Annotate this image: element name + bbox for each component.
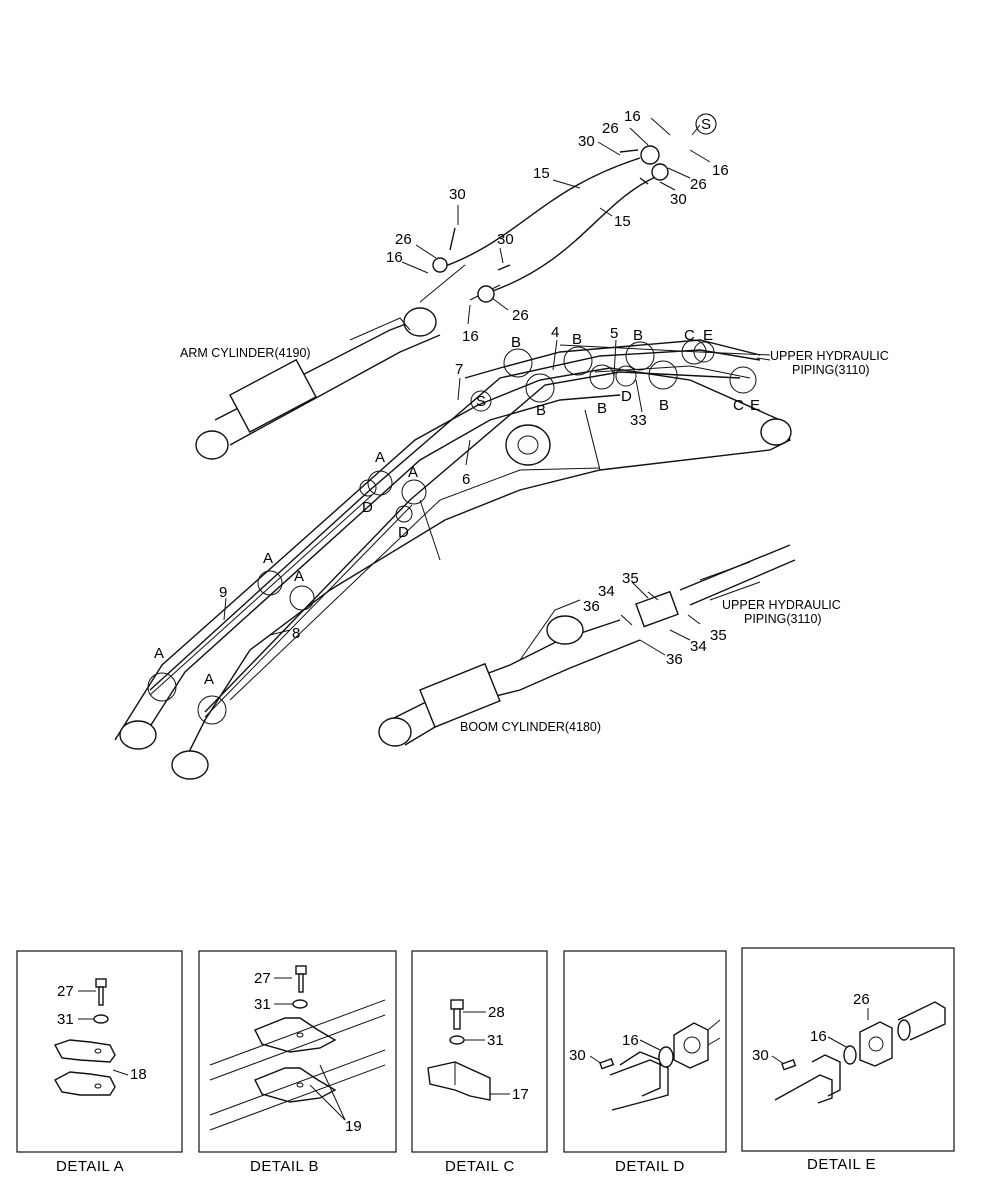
callout-16: 16 — [624, 108, 641, 125]
callout-35: 35 — [622, 570, 639, 587]
clamp-markers — [147, 113, 757, 725]
callout-26: 26 — [602, 120, 619, 137]
detail-e-16: 16 — [810, 1028, 827, 1045]
callout-a: A — [294, 568, 304, 585]
detail-b-title: DETAIL B — [250, 1158, 319, 1175]
callout-a: A — [154, 645, 164, 662]
callout-b: B — [597, 400, 607, 417]
upper-hydraulic-piping-label-1: PIPING(3110) — [792, 363, 870, 377]
detail-a-18: 18 — [130, 1066, 147, 1083]
symbol-s-circle — [695, 113, 717, 135]
upper-hydraulic-piping-label-2: PIPING(3110) — [744, 612, 822, 626]
callout-a: A — [263, 550, 273, 567]
callout-16: 16 — [462, 328, 479, 345]
detail-c-17: 17 — [512, 1086, 529, 1103]
boom-arm-illustration — [114, 145, 796, 780]
callout-15: 15 — [614, 213, 631, 230]
callout-d: D — [362, 499, 373, 516]
callout-26: 26 — [690, 176, 707, 193]
callout-34: 34 — [598, 583, 615, 600]
callout-s: S — [701, 116, 711, 133]
callout-a: A — [408, 464, 418, 481]
detail-e: 26 16 30 DETAIL E — [741, 947, 955, 1173]
callout-b: B — [633, 327, 643, 344]
callout-9: 9 — [219, 584, 227, 601]
callout-c: C — [684, 327, 695, 344]
callout-a: A — [204, 671, 214, 688]
callout-s: S — [476, 393, 486, 410]
detail-a: 27 31 18 DETAIL A — [16, 950, 183, 1175]
callout-c: C — [733, 397, 744, 414]
callout-b: B — [536, 402, 546, 419]
callout-36: 36 — [583, 598, 600, 615]
callout-d: D — [621, 388, 632, 405]
detail-e-title: DETAIL E — [807, 1156, 876, 1173]
callout-16: 16 — [386, 249, 403, 266]
upper-hydraulic-label-1: UPPER HYDRAULIC — [770, 349, 889, 363]
callout-16: 16 — [712, 162, 729, 179]
callout-7: 7 — [455, 361, 463, 378]
detail-c-31: 31 — [487, 1032, 504, 1049]
detail-d-16: 16 — [622, 1032, 639, 1049]
callout-15: 15 — [533, 165, 550, 182]
detail-b-19: 19 — [345, 1118, 362, 1135]
callout-30: 30 — [670, 191, 687, 208]
detail-c: 28 31 17 DETAIL C — [411, 950, 548, 1175]
callout-a: A — [375, 449, 385, 466]
detail-e-26: 26 — [853, 991, 870, 1008]
detail-b-31: 31 — [254, 996, 271, 1013]
arm-cylinder-label: ARM CYLINDER(4190) — [180, 346, 311, 360]
callout-b: B — [659, 397, 669, 414]
callout-5: 5 — [610, 325, 618, 342]
callout-35: 35 — [710, 627, 727, 644]
callout-e: E — [703, 327, 713, 344]
boom-cylinder-label: BOOM CYLINDER(4180) — [460, 720, 601, 734]
callout-b: B — [511, 334, 521, 351]
callout-36: 36 — [666, 651, 683, 668]
upper-hydraulic-label-2: UPPER HYDRAULIC — [722, 598, 841, 612]
leader-lines — [223, 117, 771, 656]
callout-e: E — [750, 397, 760, 414]
callout-b: B — [572, 331, 582, 348]
callout-30: 30 — [449, 186, 466, 203]
detail-d: 16 30 DETAIL D — [563, 950, 727, 1175]
detail-a-31: 31 — [57, 1011, 74, 1028]
detail-b: 27 31 19 DETAIL B — [198, 950, 397, 1175]
detail-d-title: DETAIL D — [615, 1158, 685, 1175]
callout-8: 8 — [292, 625, 300, 642]
callout-26: 26 — [512, 307, 529, 324]
callout-d: D — [398, 524, 409, 541]
callout-4: 4 — [551, 324, 559, 341]
detail-d-30: 30 — [569, 1047, 586, 1064]
callout-33: 33 — [630, 412, 647, 429]
detail-a-title: DETAIL A — [56, 1158, 124, 1175]
callout-30: 30 — [497, 231, 514, 248]
callout-26: 26 — [395, 231, 412, 248]
detail-a-27: 27 — [57, 983, 74, 1000]
callout-labels: 16 26 30 S 16 26 15 30 15 30 26 30 16 26… — [154, 108, 760, 688]
callout-34: 34 — [690, 638, 707, 655]
callout-6: 6 — [462, 471, 470, 488]
detail-e-30: 30 — [752, 1047, 769, 1064]
detail-b-27: 27 — [254, 970, 271, 987]
detail-c-title: DETAIL C — [445, 1158, 515, 1175]
callout-30: 30 — [578, 133, 595, 150]
detail-c-28: 28 — [488, 1004, 505, 1021]
component-captions: ARM CYLINDER(4190) UPPER HYDRAULIC PIPIN… — [180, 346, 889, 734]
